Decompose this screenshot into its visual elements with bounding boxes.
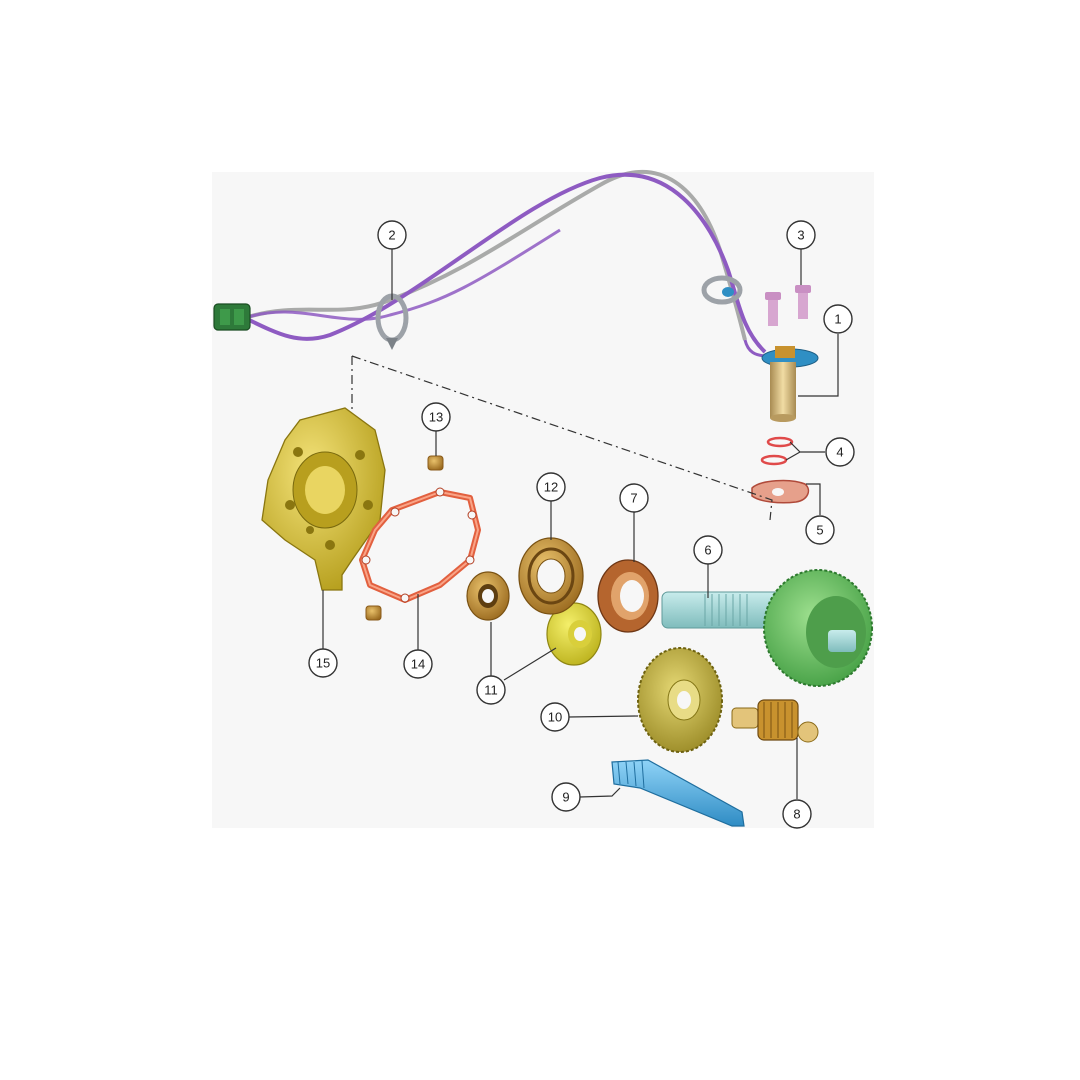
callout-14: 14 (403, 649, 433, 679)
drive-shaft (611, 759, 745, 827)
callout-13: 13 (421, 402, 451, 432)
callout-label: 5 (816, 523, 823, 538)
callout-label: 13 (429, 410, 443, 425)
gear-shaft (661, 569, 873, 687)
sensor-gasket (751, 479, 810, 504)
o-ring-icon (760, 436, 794, 466)
callout-label: 1 (834, 312, 841, 327)
cover-gasket (359, 487, 481, 603)
callout-3: 3 (786, 220, 816, 250)
callout-6: 6 (693, 535, 723, 565)
callout-15: 15 (308, 648, 338, 678)
speed-sensor (743, 339, 819, 422)
callout-12: 12 (536, 472, 566, 502)
callout-label: 12 (544, 480, 558, 495)
callout-11: 11 (476, 675, 506, 705)
leader-lines (322, 249, 839, 799)
connector-plug (213, 303, 251, 331)
yellow-bearing (546, 602, 602, 666)
callout-9: 9 (551, 782, 581, 812)
large-bearing (518, 537, 584, 615)
callout-label: 14 (411, 657, 425, 672)
pinion-gear (731, 699, 819, 743)
callout-label: 6 (704, 543, 711, 558)
transmission-cover (261, 407, 386, 591)
callout-label: 4 (836, 445, 843, 460)
callout-label: 8 (793, 807, 800, 822)
oil-seal (597, 559, 659, 633)
callout-label: 2 (388, 228, 395, 243)
callout-label: 15 (316, 656, 330, 671)
callout-label: 9 (562, 790, 569, 805)
bolt-icon (765, 292, 781, 326)
callout-label: 11 (484, 683, 498, 698)
callout-1: 1 (823, 304, 853, 334)
callout-label: 7 (630, 491, 637, 506)
callout-5: 5 (805, 515, 835, 545)
callout-8: 8 (782, 799, 812, 829)
dowel-pin-icon (365, 455, 444, 621)
callout-label: 3 (797, 228, 804, 243)
small-bearing (466, 571, 510, 621)
wire-clip-right (701, 275, 743, 305)
wiring-harness (244, 170, 767, 354)
driven-gear (637, 647, 723, 753)
callout-2: 2 (377, 220, 407, 250)
callout-7: 7 (619, 483, 649, 513)
callout-4: 4 (825, 437, 855, 467)
callout-10: 10 (540, 702, 570, 732)
bolt-icon (795, 285, 811, 319)
assembly-line (351, 355, 773, 521)
callout-label: 10 (548, 710, 562, 725)
